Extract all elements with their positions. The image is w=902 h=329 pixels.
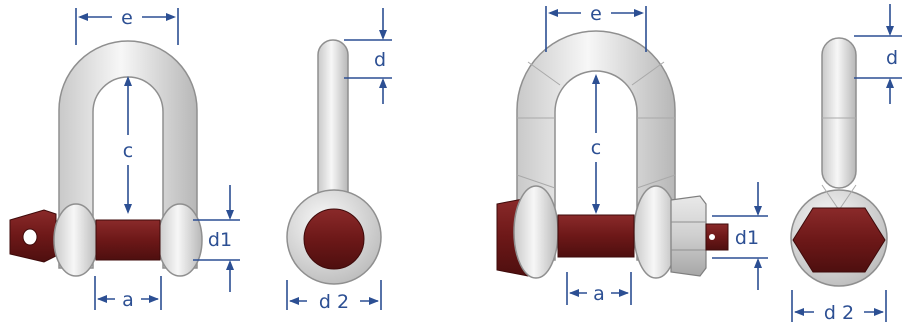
- right-label-d: d: [886, 47, 898, 69]
- right-bolt-end: [705, 223, 729, 251]
- left-shackle-front-view: [9, 40, 203, 277]
- left-pin-shank: [95, 219, 161, 261]
- left-dimension-labels: e c a d1 d d 2: [121, 7, 386, 313]
- right-label-d1: d1: [735, 227, 759, 249]
- right-bolt-shank: [557, 214, 635, 258]
- left-label-d2: d 2: [319, 291, 349, 313]
- right-label-d2: d 2: [824, 302, 854, 324]
- right-label-c: c: [591, 137, 601, 159]
- left-label-d: d: [374, 49, 386, 71]
- right-nut: [670, 195, 707, 277]
- right-shackle-front-view: [496, 30, 729, 279]
- right-dimensions: [545, 4, 902, 322]
- left-ear-left: [53, 203, 99, 277]
- right-shackle-side-view: [790, 37, 888, 287]
- right-ear-left: [513, 185, 559, 279]
- left-side-pin-section: [303, 208, 365, 270]
- left-label-e: e: [121, 7, 133, 29]
- left-label-a: a: [122, 289, 134, 311]
- left-bow-body: [58, 40, 198, 269]
- right-label-e: e: [590, 3, 602, 25]
- right-side-bolt-hex: [792, 207, 886, 273]
- left-shackle-side-view: [286, 39, 382, 285]
- left-label-d1: d1: [208, 229, 232, 251]
- left-ear-right: [157, 203, 203, 277]
- right-dimension-labels: e c a d1 d d 2: [590, 3, 898, 324]
- left-label-c: c: [123, 140, 133, 162]
- right-label-a: a: [593, 283, 605, 305]
- left-dimensions: [75, 8, 392, 310]
